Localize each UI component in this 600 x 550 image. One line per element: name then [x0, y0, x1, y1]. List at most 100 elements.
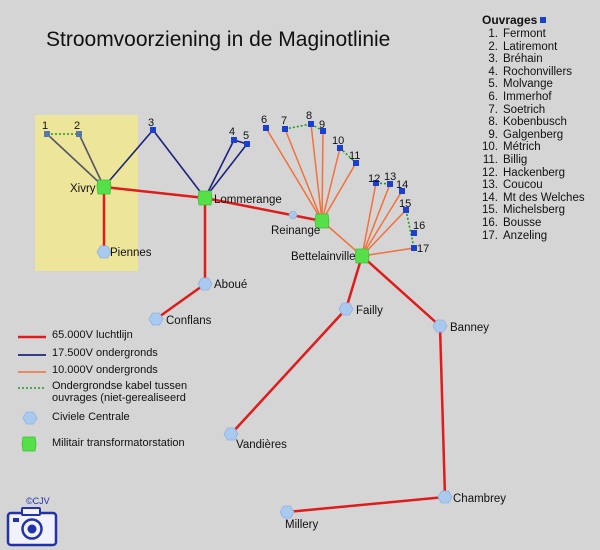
- ouvrage-label-14: 14: [396, 179, 408, 191]
- ouvrage-marker-14: [399, 188, 405, 194]
- node-label-millery: Millery: [285, 519, 318, 531]
- ouvrage-marker-2: [76, 131, 82, 137]
- ouvrage-marker-16: [411, 230, 417, 236]
- ouvrage-list-name: Anzeling: [503, 229, 548, 242]
- diagram-title: Stroomvoorziening in de Maginotlinie: [46, 28, 391, 51]
- civil-plants: [96, 211, 453, 519]
- ouvrage-list-name: Coucou: [503, 179, 543, 192]
- ouvrage-marker-4: [231, 137, 237, 143]
- ouvrage-list-item: 11. Billig: [480, 154, 585, 167]
- ouvrage-square-icon: [540, 17, 547, 23]
- ouvrage-marker-11: [353, 160, 359, 166]
- line-lommerange-5: [204, 143, 248, 199]
- ouvrage-list-item: 6.Immerhof: [480, 91, 585, 104]
- line-bettelainville-12: [361, 182, 377, 257]
- ouvrage-marker-1: [44, 131, 50, 137]
- ouvrage-marker-6: [263, 125, 269, 131]
- ouvrage-list-number: 15.: [482, 204, 498, 217]
- ouvrage-label-3: 3: [148, 117, 154, 129]
- lines-17kv: [103, 129, 248, 199]
- ouvrage-label-10: 10: [332, 135, 344, 147]
- line-3-lommerange: [152, 129, 206, 199]
- legend: 65.000V luchtlijn 17.500V ondergronds 10…: [18, 329, 318, 459]
- legend-swatch-10kv: [18, 371, 46, 373]
- node-label-piennes: Piennes: [110, 247, 152, 259]
- ouvrage-list-name: Bréhain: [503, 53, 543, 66]
- line-reinange-11: [321, 162, 357, 222]
- ouvrage-marker-15: [403, 207, 409, 213]
- line-lommerange-4: [204, 139, 235, 199]
- line-lommerange-reinange: [204, 196, 323, 223]
- legend-label-military: Militair transformatorstation: [52, 437, 185, 449]
- ouvrages-heading: Ouvrages: [482, 13, 547, 27]
- ouvrage-label-5: 5: [243, 130, 249, 142]
- line-aboue-conflans: [155, 282, 206, 321]
- line-banney-chambrey: [438, 325, 447, 498]
- ouvrage-list-name: Latiremont: [503, 40, 558, 53]
- ouvrage-label-7: 7: [281, 115, 287, 127]
- node-label-lommerange: Lommerange: [214, 194, 282, 206]
- ouvrage-list-item: 3.Bréhain: [480, 53, 585, 66]
- line-xivry-1: [46, 133, 105, 188]
- line-bettelainville-15: [361, 209, 407, 257]
- camera-icon: [6, 507, 58, 547]
- line-failly-vandieres: [230, 308, 347, 435]
- legend-label-65kv: 65.000V luchtlijn: [52, 329, 133, 341]
- military-station-reinange: [314, 213, 330, 229]
- ouvrage-list-number: 12.: [482, 166, 498, 179]
- ouvrage-list-item: 2.Latiremont: [480, 41, 585, 54]
- ouvrage-list-item: 5.Molvange: [480, 78, 585, 91]
- ouvrage-list-item: 9.Galgenberg: [480, 129, 585, 142]
- legend-label-10kv: 10.000V ondergronds: [52, 364, 158, 376]
- line-reinange-10: [321, 147, 341, 222]
- ouvrage-marker-5: [244, 141, 250, 147]
- ouvrages-heading-text: Ouvrages: [482, 13, 538, 27]
- ouvrage-list-number: 13.: [482, 179, 498, 192]
- civil-plant-millery: [279, 505, 295, 519]
- ouvrage-list-name: Galgenberg: [503, 128, 564, 141]
- node-label-conflans: Conflans: [166, 315, 212, 327]
- civil-plant-aboue: [197, 277, 213, 291]
- ouvrage-list-item: 10.Métrich: [480, 141, 585, 154]
- ouvrage-list-name: Rochonvillers: [503, 65, 573, 78]
- civil-plant-conflans: [148, 312, 164, 326]
- ouvrage-list-name: Métrich: [503, 141, 541, 154]
- ouvrage-list-name: Billig: [503, 153, 528, 166]
- ouvrage-label-15: 15: [399, 198, 411, 210]
- ouvrage-marker-10: [337, 145, 343, 151]
- civil-plant-vandieres: [223, 427, 239, 441]
- ouvrage-marker-17: [411, 245, 417, 251]
- ouvrage-list-name: Kobenbusch: [503, 116, 567, 129]
- ouvrage-label-8: 8: [306, 110, 312, 122]
- military-station-bettelainville: [354, 248, 370, 264]
- ouvrage-list-item: 7.Soetrich: [480, 104, 585, 117]
- line-bettelainville-13: [361, 183, 391, 257]
- ouvrage-list-number: 11.: [482, 153, 498, 166]
- legend-label-civil: Civiele Centrale: [52, 411, 130, 423]
- node-label-failly: Failly: [356, 305, 383, 317]
- military-station-xivry: [96, 179, 112, 195]
- node-label-aboue: Aboué: [214, 279, 247, 291]
- ouvrage-list-name: Bousse: [503, 216, 542, 229]
- ouvrage-label-9: 9: [319, 119, 325, 131]
- line-bettelainville-17: [361, 247, 415, 257]
- line-bettelainville-failly: [344, 255, 364, 310]
- ouvrage-label-6: 6: [261, 114, 267, 126]
- civil-plant-reinange-small: [288, 211, 298, 219]
- node-label-chambrey: Chambrey: [453, 493, 506, 505]
- line-xivry-3: [103, 129, 154, 188]
- line-xivry-2: [78, 133, 105, 188]
- legend-label-cable: Ondergrondse kabel tussen ouvrages (niet…: [52, 380, 188, 404]
- ouvrage-list-name: Immerhof: [503, 90, 552, 103]
- node-label-xivry: Xivry: [70, 183, 96, 195]
- ouvrage-list-number: 14.: [482, 191, 498, 204]
- ouvrage-list-number: 17.: [482, 229, 498, 242]
- ouvrage-list-number: 4.: [488, 65, 498, 78]
- node-label-bettelainville: Bettelainville: [291, 251, 356, 263]
- legend-swatch-cable: [18, 387, 46, 389]
- civil-plant-piennes: [96, 245, 112, 259]
- line-bettelainville-14: [361, 190, 403, 257]
- legend-swatch-65kv: [18, 335, 46, 339]
- node-label-vandieres: Vandières: [236, 439, 287, 451]
